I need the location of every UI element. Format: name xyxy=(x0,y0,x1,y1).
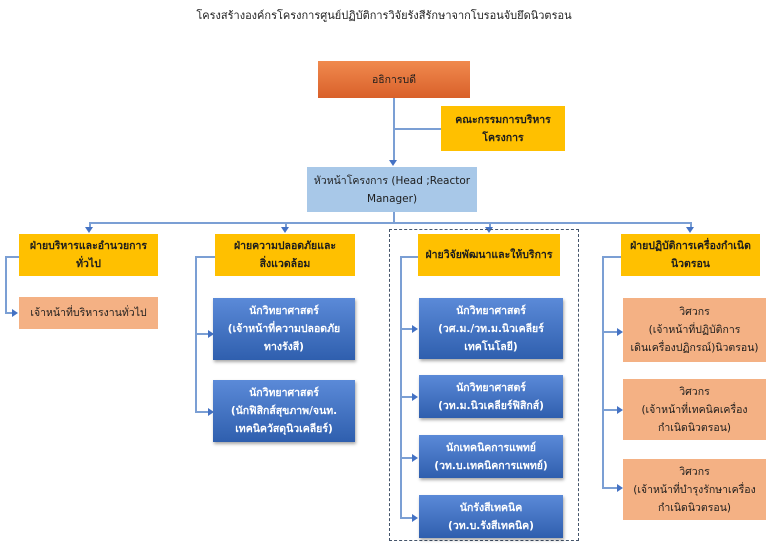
department-line1: ฝ่ายความปลอดภัยและ xyxy=(233,240,337,252)
staff-line: (เจ้าหน้าที่บำรุงรักษาเครื่อง xyxy=(633,483,756,496)
staff-line: ทางรังสี) xyxy=(264,341,304,353)
chart-title: โครงสร้างองค์กรโครงการศูนย์ปฏิบัติการวิจ… xyxy=(196,9,572,22)
research-group-outline xyxy=(389,229,579,541)
department-box-admin: ฝ่ายบริหารและอำนวยการทั่วไป xyxy=(19,234,158,276)
connector-branch xyxy=(602,256,621,258)
arrow-icon xyxy=(617,406,623,414)
staff-box: วิศวกร (เจ้าหน้าที่เทคนิคเครื่องกำเนิดนิว… xyxy=(623,379,766,440)
connector-branch xyxy=(400,517,413,519)
connector-branch xyxy=(400,256,418,258)
staff-line: (เจ้าหน้าที่ความปลอดภัย xyxy=(227,323,341,335)
arrow-icon xyxy=(389,160,397,166)
staff-line: (เจ้าหน้าที่ปฏิบัติการ xyxy=(648,324,741,336)
connector-branch xyxy=(5,256,19,258)
connector-branch xyxy=(602,409,618,411)
arrow-icon xyxy=(85,227,93,233)
connector-branch xyxy=(195,333,209,335)
staff-line: กำเนิดนิวตรอน) xyxy=(658,421,731,434)
department-box-safety: ฝ่ายความปลอดภัยและสิ่งแวดล้อม xyxy=(215,234,355,276)
staff-box: นักวิทยาศาสตร์ (วท.ม.นิวเคลียร์ฟิสิกส์) xyxy=(419,375,563,418)
arrow-icon xyxy=(412,393,418,401)
staff-line: (วท.บ.เทคนิคการแพทย์) xyxy=(434,459,548,472)
head-line2: Manager) xyxy=(366,192,418,205)
arrow-icon xyxy=(412,454,418,462)
staff-line: นักวิทยาศาสตร์ xyxy=(456,381,526,394)
connector-branch xyxy=(195,256,215,258)
staff-line: (เจ้าหน้าที่เทคนิคเครื่อง xyxy=(641,403,748,416)
staff-box: วิศวกร (เจ้าหน้าที่ปฏิบัติการเดินเครื่องป… xyxy=(623,298,766,362)
arrow-icon xyxy=(686,227,694,233)
staff-box: นักรังสีเทคนิค (วท.บ.รังสีเทคนิค) xyxy=(419,495,563,538)
connector-horizontal xyxy=(89,222,690,224)
president-box: อธิการบดี xyxy=(318,61,470,98)
arrow-icon xyxy=(617,484,623,492)
staff-line: วิศวกร xyxy=(679,385,710,398)
staff-line: นักเทคนิคการแพทย์ xyxy=(446,441,536,454)
connector-head-down xyxy=(393,212,395,223)
president-label: อธิการบดี xyxy=(371,73,417,86)
staff-box: นักวิทยาศาสตร์ (เจ้าหน้าที่ความปลอดภัยทาง… xyxy=(213,298,355,360)
staff-box: นักเทคนิคการแพทย์ (วท.บ.เทคนิคการแพทย์) xyxy=(419,435,563,478)
staff-line: นักวิทยาศาสตร์ xyxy=(249,387,319,399)
staff-line: นักวิทยาศาสตร์ xyxy=(249,305,319,317)
department-box-research: ฝ่ายวิจัยพัฒนาและให้บริการ xyxy=(418,234,560,276)
connector-branch xyxy=(602,331,618,333)
staff-line: นักรังสีเทคนิค xyxy=(459,501,523,514)
staff-line: วิศวกร xyxy=(679,465,710,478)
connector-dept4 xyxy=(690,222,692,228)
connector-branch xyxy=(5,312,13,314)
staff-line: เดินเครื่องปฏิกรณ์)นิวตรอน) xyxy=(630,342,759,354)
arrow-icon xyxy=(617,328,623,336)
connector-dept2 xyxy=(285,222,287,228)
staff-line: (นักฟิสิกส์สุขภาพ/จนท. xyxy=(230,405,338,417)
staff-box: เจ้าหน้าที่บริหารงานทั่วไป xyxy=(19,297,158,329)
connector-branch xyxy=(400,328,413,330)
department-line2: ทั่วไป xyxy=(76,258,101,270)
department-box-operations: ฝ่ายปฏิบัติการเครื่องกำเนิดนิวตรอน xyxy=(621,234,760,276)
connector-branch xyxy=(602,487,618,489)
connector-dept1 xyxy=(89,222,91,228)
arrow-icon xyxy=(412,514,418,522)
department-line1: ฝ่ายบริหารและอำนวยการ xyxy=(29,240,148,252)
connector-branch xyxy=(5,256,7,313)
staff-line: (วท.ม.นิวเคลียร์ฟิสิกส์) xyxy=(438,399,544,412)
staff-box: นักวิทยาศาสตร์ (นักฟิสิกส์สุขภาพ/จนท. เทคน… xyxy=(213,380,355,442)
connector-branch xyxy=(400,457,413,459)
arrow-icon xyxy=(208,408,214,416)
connector-dept3 xyxy=(489,222,491,228)
arrow-icon xyxy=(485,227,493,233)
staff-line: (วศ.ม./วท.ม.นิวเคลียร์ xyxy=(438,322,544,335)
committee-box: คณะกรรมการบริหารโครงการ xyxy=(441,106,565,151)
arrow-icon xyxy=(12,309,18,317)
committee-line1: คณะกรรมการบริหาร xyxy=(455,113,551,126)
staff-line: เทคโนโลยี) xyxy=(464,340,518,353)
department-line2: นิวตรอน xyxy=(670,258,710,270)
connector-president-head xyxy=(393,98,395,162)
staff-box: นักวิทยาศาสตร์ (วศ.ม./วท.ม.นิวเคลียร์เทคโ… xyxy=(419,298,563,359)
connector-branch xyxy=(195,411,209,413)
department-line2: สิ่งแวดล้อม xyxy=(259,258,311,270)
arrow-icon xyxy=(281,227,289,233)
committee-line2: โครงการ xyxy=(482,131,524,144)
department-line1: ฝ่ายวิจัยพัฒนาและให้บริการ xyxy=(425,249,553,261)
arrow-icon xyxy=(412,325,418,333)
connector-branch xyxy=(400,256,402,518)
connector-branch xyxy=(400,396,413,398)
arrow-icon xyxy=(208,330,214,338)
department-line1: ฝ่ายปฏิบัติการเครื่องกำเนิด xyxy=(630,240,751,252)
head-line1: หัวหน้าโครงการ (Head ;Reactor xyxy=(313,174,471,187)
connector-branch xyxy=(602,256,604,488)
staff-line: เจ้าหน้าที่บริหารงานทั่วไป xyxy=(30,307,147,319)
staff-line: กำเนิดนิวตรอน) xyxy=(658,501,731,514)
staff-line: (วท.บ.รังสีเทคนิค) xyxy=(448,519,534,532)
staff-line: นักวิทยาศาสตร์ xyxy=(456,304,526,317)
staff-line: เทคนิควัสดุนิวเคลียร์) xyxy=(235,423,333,435)
connector-committee xyxy=(393,128,441,130)
staff-box: วิศวกร (เจ้าหน้าที่บำรุงรักษาเครื่องกำเนิ… xyxy=(623,459,766,520)
staff-line: วิศวกร xyxy=(679,306,710,318)
